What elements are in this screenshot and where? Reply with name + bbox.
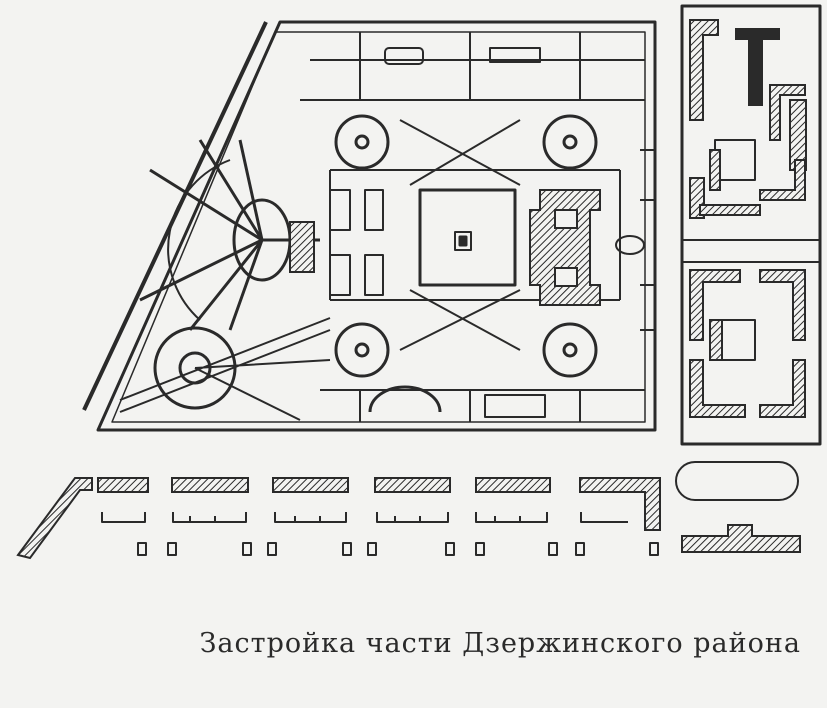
circular-plaza-ne [542,114,598,170]
facade-outlines [101,461,799,523]
central-square [418,188,517,287]
hatched-buildings [16,19,807,560]
right-quarter-frame [680,4,822,446]
district-plan-drawing [16,4,822,560]
district-boundary [96,20,657,432]
figure-caption: Застройка части Дзержинского района [199,628,801,659]
circular-plaza-sw [334,322,390,378]
entrance-markers [137,542,659,556]
circular-plaza-nw [334,114,390,170]
circular-plaza-se [542,322,598,378]
t-shaped-building [735,28,780,106]
